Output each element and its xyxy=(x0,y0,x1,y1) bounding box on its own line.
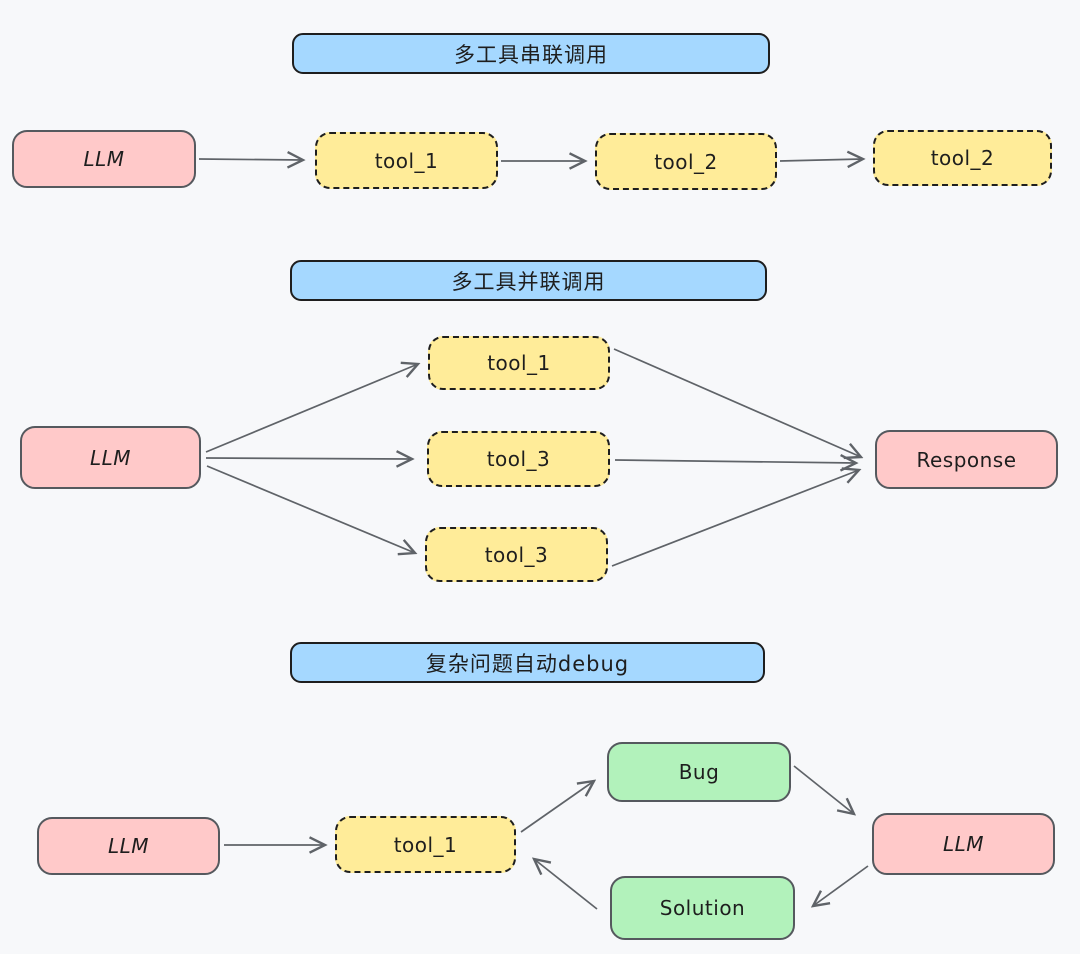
arrow-bug-to-llm xyxy=(793,765,854,814)
arrow-tool1-to-response xyxy=(613,348,861,457)
node-bug: Bug xyxy=(607,742,791,802)
node-tool1-serial: tool_1 xyxy=(315,132,498,189)
arrow-llm-to-tool1-parallel xyxy=(205,364,418,453)
arrow-llm-to-solution xyxy=(813,865,869,906)
node-tool2b-serial: tool_2 xyxy=(873,130,1052,186)
arrow-tool2-to-tool2 xyxy=(779,159,863,161)
arrow-tool3-mid-to-response xyxy=(614,460,856,463)
node-llm-debug-right: LLM xyxy=(872,813,1055,875)
arrow-tool3-bottom-to-response xyxy=(611,470,859,567)
node-tool3-bottom-parallel: tool_3 xyxy=(425,527,608,582)
node-llm-debug-left: LLM xyxy=(37,817,220,875)
node-tool2-serial: tool_2 xyxy=(595,133,777,190)
section-title-parallel-calling: 多工具并联调用 xyxy=(290,260,767,301)
arrow-solution-to-tool1 xyxy=(534,859,598,910)
node-solution: Solution xyxy=(610,876,795,940)
section-title-serial-calling: 多工具串联调用 xyxy=(292,33,770,74)
node-tool3-mid-parallel: tool_3 xyxy=(427,431,610,487)
node-tool1-parallel: tool_1 xyxy=(428,336,610,390)
arrow-llm-to-tool3-bottom xyxy=(206,465,415,553)
arrow-llm-to-tool3-mid xyxy=(205,458,412,459)
node-tool1-debug: tool_1 xyxy=(335,816,516,873)
section-title-auto-debug: 复杂问题自动debug xyxy=(290,642,765,683)
node-response: Response xyxy=(875,430,1058,489)
arrow-llm-to-tool1 xyxy=(198,159,303,160)
node-llm-parallel: LLM xyxy=(20,426,201,489)
arrow-tool1-to-bug xyxy=(520,781,594,833)
node-llm-serial: LLM xyxy=(12,130,196,188)
